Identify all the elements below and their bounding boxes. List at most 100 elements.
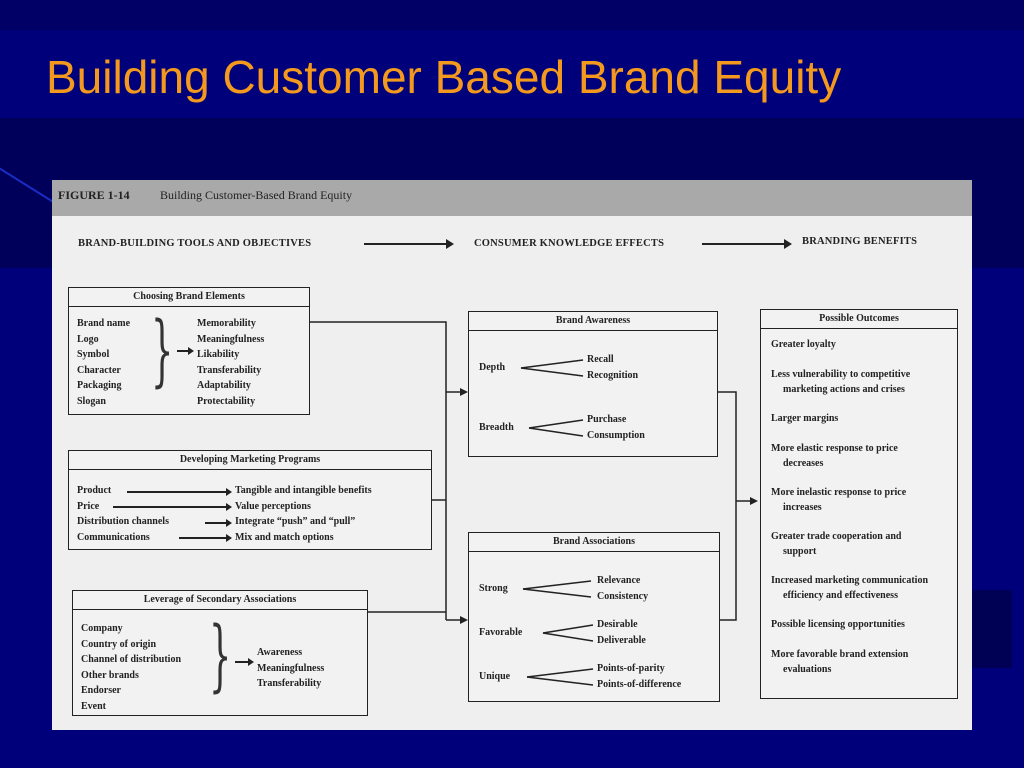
- list-item: Protectability: [197, 395, 256, 407]
- list-item: Symbol: [77, 349, 110, 360]
- box-brand-awareness: Brand Awareness Depth Recall Recognition…: [468, 311, 718, 457]
- figure-header: FIGURE 1-14 Building Customer-Based Bran…: [52, 180, 972, 216]
- box-brand-associations: Brand Associations Strong Relevance Cons…: [468, 532, 720, 702]
- flow-arrow-icon: [113, 503, 232, 510]
- list-item: Transferability: [197, 364, 262, 376]
- flow-arrow-icon: [179, 534, 232, 541]
- list-item: Consistency: [597, 590, 649, 602]
- list-item: Relevance: [597, 575, 641, 586]
- column-arrow-2: [702, 239, 792, 249]
- box-choosing-brand-elements: Choosing Brand Elements Brand name Logo …: [68, 287, 310, 415]
- list-item: Character: [77, 364, 121, 376]
- column-heading-benefits: BRANDING BENEFITS: [802, 236, 918, 247]
- list-item: Points-of-parity: [597, 663, 665, 674]
- brand-element-list: Brand name Logo Symbol Character Packagi…: [77, 316, 130, 409]
- list-item: Greater loyalty: [771, 339, 836, 350]
- slide-title: Building Customer Based Brand Equity: [46, 51, 842, 103]
- list-item: Recall: [587, 354, 614, 365]
- figure-label: FIGURE 1-14: [58, 188, 130, 202]
- list-item: Value perceptions: [235, 500, 311, 512]
- list-item: Slogan: [77, 395, 106, 407]
- associations-strong-label: Strong: [479, 583, 508, 594]
- list-item: Tangible and intangible benefits: [235, 485, 372, 496]
- brace-icon: }: [151, 306, 174, 396]
- list-item: Distribution channels: [77, 516, 169, 527]
- list-item: Meaningfulness: [197, 333, 265, 345]
- list-item: Price: [77, 500, 100, 512]
- list-item: Memorability: [197, 318, 256, 329]
- list-item: Consumption: [587, 429, 645, 441]
- box-title: Choosing Brand Elements: [69, 288, 309, 307]
- awareness-depth-label: Depth: [479, 362, 506, 373]
- brand-equity-figure: FIGURE 1-14 Building Customer-Based Bran…: [52, 180, 972, 730]
- box-title: Developing Marketing Programs: [69, 451, 431, 470]
- list-item: Logo: [77, 333, 99, 345]
- list-item: Product: [77, 485, 112, 496]
- marketing-item-list: Product Price Distribution channels Comm…: [77, 483, 169, 545]
- box-title: Leverage of Secondary Associations: [73, 591, 367, 610]
- list-item: Mix and match options: [235, 531, 334, 543]
- background-band-right: [972, 590, 1012, 668]
- box-title: Possible Outcomes: [761, 310, 957, 329]
- column-heading-tools: BRAND-BUILDING TOOLS AND OBJECTIVES: [78, 238, 312, 249]
- box-possible-outcomes: Possible Outcomes Greater loyalty Less v…: [760, 309, 958, 699]
- list-item: Country of origin: [81, 638, 156, 650]
- background-band-top: [0, 0, 1024, 30]
- associations-unique-label: Unique: [479, 671, 511, 682]
- box-leverage-secondary-associations: Leverage of Secondary Associations Compa…: [72, 590, 368, 716]
- flow-arrow-icon: [127, 488, 232, 495]
- list-item: Deliverable: [597, 634, 646, 646]
- flow-connectors: [308, 321, 758, 624]
- fork-icon: [520, 359, 584, 377]
- brace-arrow-icon: [177, 347, 194, 354]
- list-item: Adaptability: [197, 380, 251, 391]
- figure-caption: Building Customer-Based Brand Equity: [160, 188, 353, 202]
- list-item: Endorser: [81, 685, 121, 696]
- secondary-item-list: Company Country of origin Channel of dis…: [81, 621, 181, 714]
- list-item: Integrate “push” and “pull”: [235, 516, 356, 527]
- column-arrow-1: [364, 239, 454, 249]
- list-item: Channel of distribution: [81, 654, 182, 665]
- list-item: Desirable: [597, 619, 638, 630]
- awareness-depth-items: Recall Recognition: [587, 352, 638, 383]
- box-title: Brand Associations: [469, 533, 719, 552]
- list-item: Larger margins: [771, 413, 839, 424]
- awareness-breadth-items: Purchase Consumption: [587, 412, 645, 443]
- fork-icon: [542, 624, 594, 642]
- list-item: Possible licensing opportunities: [771, 619, 905, 630]
- associations-strong-items: Relevance Consistency: [597, 573, 648, 604]
- list-item: Brand name: [77, 318, 131, 329]
- brand-criteria-list: Memorability Meaningfulness Likability T…: [197, 316, 264, 409]
- list-item: Meaningfulness: [257, 662, 325, 674]
- outcome-list: Greater loyalty Less vulnerability to co…: [771, 338, 928, 678]
- list-item: Likability: [197, 349, 240, 360]
- marketing-result-list: Tangible and intangible benefits Value p…: [235, 483, 372, 545]
- list-item: Purchase: [587, 414, 627, 425]
- flow-arrow-icon: [205, 519, 232, 526]
- fork-icon: [528, 419, 584, 437]
- associations-favorable-label: Favorable: [479, 627, 523, 638]
- list-item: Awareness: [257, 647, 303, 658]
- list-item: Recognition: [587, 369, 639, 381]
- box-developing-marketing-programs: Developing Marketing Programs Product Pr…: [68, 450, 432, 550]
- list-item: Communications: [77, 531, 150, 543]
- fork-icon: [522, 580, 592, 598]
- list-item: Other brands: [81, 669, 139, 681]
- associations-unique-items: Points-of-parity Points-of-difference: [597, 661, 681, 692]
- list-item: Company: [81, 623, 123, 634]
- secondary-effect-list: Awareness Meaningfulness Transferability: [257, 645, 324, 692]
- brace-icon: }: [209, 611, 232, 701]
- list-item: Transferability: [257, 678, 322, 689]
- brace-arrow-icon: [235, 658, 254, 665]
- box-title: Brand Awareness: [469, 312, 717, 331]
- list-item: Event: [81, 700, 106, 712]
- column-heading-knowledge: CONSUMER KNOWLEDGE EFFECTS: [474, 238, 665, 249]
- list-item: Packaging: [77, 380, 122, 391]
- associations-favorable-items: Desirable Deliverable: [597, 617, 646, 648]
- awareness-breadth-label: Breadth: [479, 422, 514, 433]
